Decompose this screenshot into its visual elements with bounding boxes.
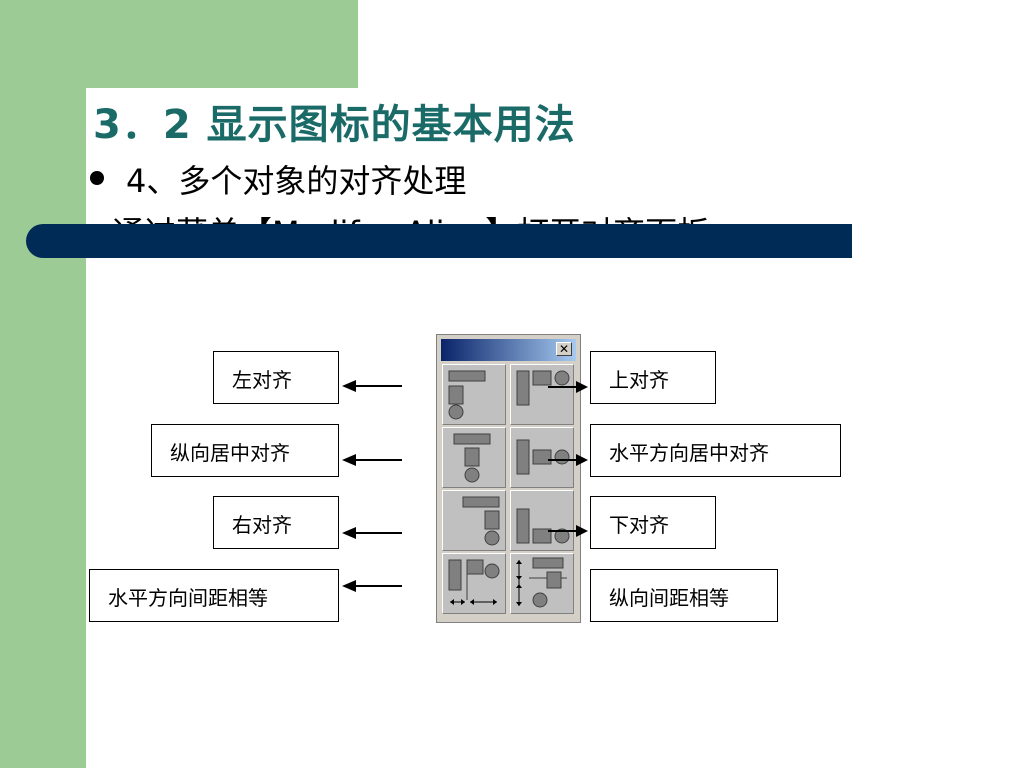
left-align-icon xyxy=(448,370,486,420)
label-vspace-equal: 纵向间距相等 xyxy=(590,569,778,622)
vcenter-align-button[interactable] xyxy=(442,427,506,488)
slide-title: 3．2 显示图标的基本用法 xyxy=(93,102,576,148)
hspace-equal-button[interactable] xyxy=(442,553,506,614)
partial-line-clip: 通过菜单【Modify→Align】打开对齐面板 xyxy=(112,208,852,226)
left-align-button[interactable] xyxy=(442,364,506,425)
align-panel: ✕ xyxy=(436,334,581,623)
arrow-right-align-icon xyxy=(342,527,356,539)
bottom-align-icon xyxy=(516,508,570,544)
bullet-text: 4、多个对象的对齐处理 xyxy=(126,162,467,200)
bottom-align-button[interactable] xyxy=(510,490,574,551)
right-align-icon xyxy=(462,496,500,546)
vspace-equal-icon xyxy=(516,557,567,608)
label-right-align: 右对齐 xyxy=(213,496,339,549)
arrow-left-align-icon xyxy=(342,380,356,392)
vcenter-align-icon xyxy=(453,433,491,483)
green-side-band xyxy=(0,0,86,768)
label-top-align: 上对齐 xyxy=(590,351,716,404)
right-align-button[interactable] xyxy=(442,490,506,551)
label-bottom-align: 下对齐 xyxy=(590,496,716,549)
label-vcenter-align: 纵向居中对齐 xyxy=(151,424,339,477)
hspace-equal-icon xyxy=(448,559,500,605)
vspace-equal-button[interactable] xyxy=(510,553,574,614)
navy-divider-bar xyxy=(26,224,852,258)
close-icon[interactable]: ✕ xyxy=(556,342,572,356)
label-hcenter-align: 水平方向居中对齐 xyxy=(590,424,841,477)
hcenter-align-icon xyxy=(516,439,570,475)
top-align-icon xyxy=(516,370,570,406)
bullet-dot-icon xyxy=(90,171,104,185)
arrow-vcenter-align-icon xyxy=(342,454,356,466)
label-hspace-equal: 水平方向间距相等 xyxy=(89,569,339,622)
top-align-button[interactable] xyxy=(510,364,574,425)
partial-line-text: 通过菜单【Modify→Align】打开对齐面板 xyxy=(112,208,709,226)
hcenter-align-button[interactable] xyxy=(510,427,574,488)
label-left-align: 左对齐 xyxy=(213,351,339,404)
arrow-hspace-equal-icon xyxy=(342,580,356,592)
align-panel-titlebar[interactable]: ✕ xyxy=(441,339,576,361)
